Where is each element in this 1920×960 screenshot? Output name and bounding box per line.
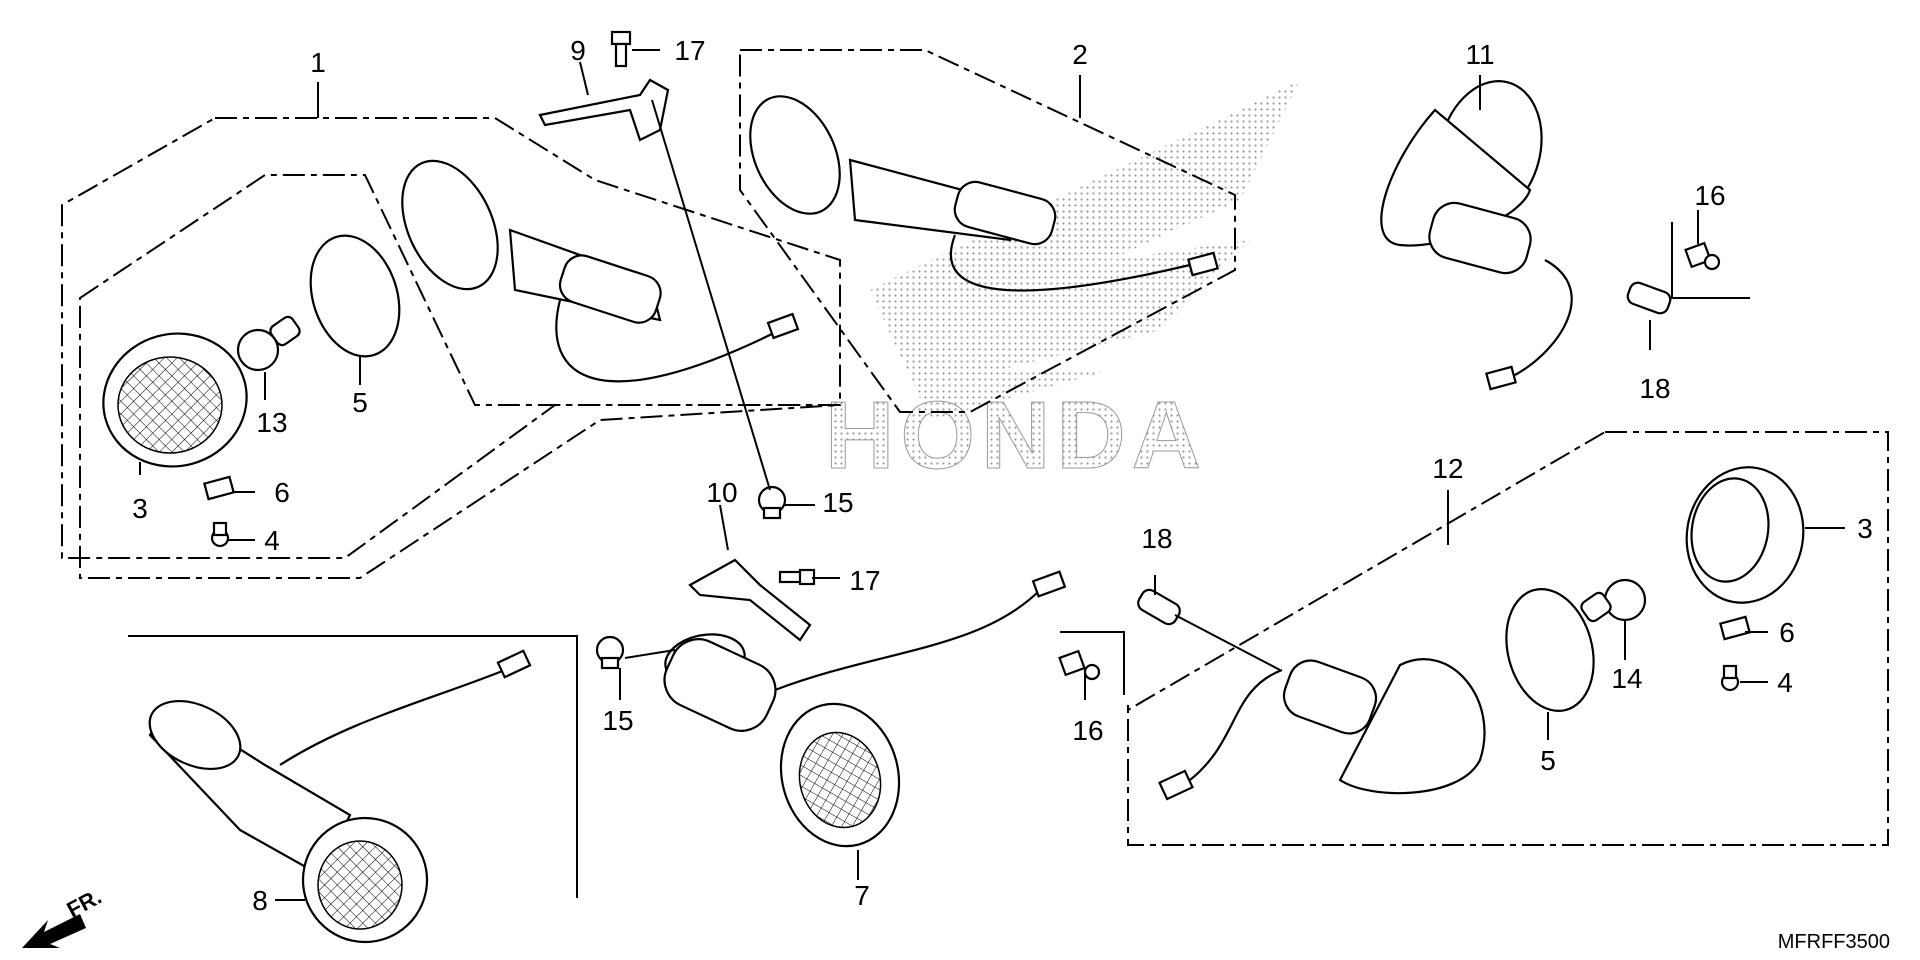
bolt-18-bottom <box>1137 588 1181 626</box>
callout-8: 8 <box>252 885 268 916</box>
gasket-5-left <box>309 234 401 358</box>
callout-17-top: 17 <box>674 35 705 66</box>
callout-5-right: 5 <box>1540 745 1556 776</box>
turn-signal-housing-7 <box>663 570 1067 848</box>
callout-15-bottom: 15 <box>602 705 633 736</box>
callout-18-bottom: 18 <box>1141 523 1172 554</box>
callout-6-left: 6 <box>274 477 290 508</box>
grommet-15-top <box>757 485 787 520</box>
callout-7: 7 <box>854 880 870 911</box>
front-arrow-icon <box>22 914 86 948</box>
callout-3-left: 3 <box>132 493 148 524</box>
callout-16-bottom: 16 <box>1072 715 1103 746</box>
bolt-18-top <box>1626 281 1672 315</box>
callout-13: 13 <box>256 407 287 438</box>
group-box-1 <box>61 117 841 559</box>
group-bracket-16a <box>1671 222 1750 299</box>
bulb-13 <box>236 315 301 372</box>
callout-4-left: 4 <box>264 525 280 556</box>
bulb-14 <box>1580 578 1647 623</box>
group-box-12 <box>1127 431 1889 846</box>
group-bracket-8 <box>128 635 578 898</box>
callout-9: 9 <box>570 35 586 66</box>
callout-4-right: 4 <box>1777 667 1793 698</box>
lens-3-left <box>102 332 248 468</box>
group-box-2 <box>739 49 1236 413</box>
callout-17-bottom: 17 <box>849 565 880 596</box>
screw-17-top <box>610 30 632 68</box>
turn-signal-housing-1 <box>401 159 800 383</box>
bracket-9 <box>538 78 670 142</box>
callout-11: 11 <box>1465 39 1494 70</box>
front-label: FR. <box>63 884 106 923</box>
callout-6-right: 6 <box>1779 617 1795 648</box>
honda-wing-watermark <box>870 80 1300 420</box>
nut-6-right <box>1719 615 1751 641</box>
gasket-5-right <box>1505 588 1595 712</box>
diagram-code: MFRFF3500 <box>1778 931 1890 953</box>
lens-3-right <box>1685 466 1805 604</box>
bracket-10 <box>688 558 812 642</box>
nut-6-left <box>203 475 235 501</box>
callout-18-top: 18 <box>1639 373 1670 404</box>
turn-signal-housing-12 <box>1158 658 1486 801</box>
callout-10: 10 <box>706 477 737 508</box>
group-bracket-16b <box>1060 631 1125 695</box>
grommet-15-bottom <box>595 635 625 670</box>
group-box-1-inner <box>79 174 841 579</box>
bolt-16-bottom <box>1058 649 1101 681</box>
callout-2: 2 <box>1072 39 1088 70</box>
callout-3-right: 3 <box>1857 513 1873 544</box>
bolt-16-top <box>1684 241 1721 271</box>
callout-14: 14 <box>1611 663 1642 694</box>
honda-watermark-text: HONDA <box>825 382 1207 489</box>
screw-4-left <box>210 521 230 548</box>
callout-12: 12 <box>1432 453 1463 484</box>
screw-4-right <box>1720 664 1740 692</box>
turn-signal-housing-11 <box>1380 80 1573 391</box>
turn-signal-housing-8 <box>148 649 532 944</box>
leader-lines <box>139 49 1845 901</box>
turn-signal-housing-2 <box>749 95 1219 292</box>
screw-17-bottom <box>778 568 816 586</box>
callout-16-top: 16 <box>1694 180 1725 211</box>
callout-15-top: 15 <box>822 487 853 518</box>
callout-5-left: 5 <box>352 387 368 418</box>
callout-1: 1 <box>310 47 326 78</box>
